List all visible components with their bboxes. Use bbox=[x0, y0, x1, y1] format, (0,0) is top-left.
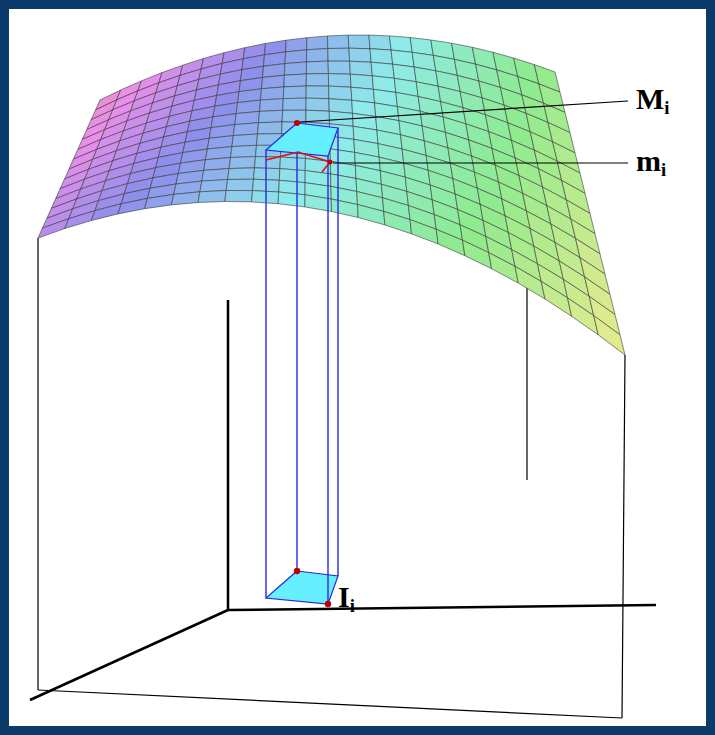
surface-cell bbox=[594, 316, 625, 355]
surface-cell bbox=[436, 229, 465, 255]
surface-cell bbox=[145, 194, 174, 208]
axis-line bbox=[228, 605, 656, 610]
column-edge bbox=[296, 123, 297, 571]
point-dot bbox=[294, 120, 300, 126]
surface-cell bbox=[410, 220, 438, 244]
surface-cell bbox=[328, 48, 350, 61]
min-cell-outline bbox=[266, 152, 330, 172]
surface-cell bbox=[541, 281, 571, 316]
column bbox=[266, 120, 338, 607]
frame-edge bbox=[38, 690, 622, 718]
surface-cell bbox=[390, 36, 413, 52]
white-panel bbox=[9, 9, 706, 726]
surface-cell bbox=[307, 49, 329, 62]
surface-cell bbox=[369, 35, 391, 50]
surface-cell bbox=[229, 157, 255, 169]
surface-cell bbox=[350, 61, 373, 76]
surface-cell bbox=[348, 35, 370, 49]
surface-cell bbox=[328, 61, 350, 74]
surface-cell bbox=[226, 179, 253, 190]
surface-cell bbox=[65, 211, 95, 229]
surface-cell bbox=[489, 253, 519, 284]
surface-cell bbox=[328, 74, 351, 88]
surface-cell bbox=[329, 99, 353, 114]
axis-line bbox=[30, 610, 228, 700]
frame-edge bbox=[526, 260, 527, 480]
column-edges bbox=[266, 123, 338, 604]
surface-cell bbox=[284, 62, 306, 75]
surface-cell bbox=[463, 240, 492, 269]
surface-cell bbox=[254, 168, 280, 180]
frame-edge bbox=[37, 238, 38, 690]
surface-cell bbox=[306, 86, 329, 99]
surface-cell bbox=[258, 122, 283, 134]
point-dot bbox=[294, 568, 300, 574]
surface-cell bbox=[91, 204, 121, 221]
surface-cell bbox=[283, 86, 306, 99]
top-cell bbox=[266, 123, 338, 156]
surface-cell bbox=[225, 191, 253, 202]
column-edge bbox=[327, 156, 328, 604]
surface-grid bbox=[38, 35, 625, 355]
surface-cell bbox=[331, 199, 358, 218]
surface-cell bbox=[198, 191, 226, 203]
surface-cell bbox=[283, 98, 306, 110]
surface-cell bbox=[306, 98, 329, 111]
surface-cell bbox=[358, 205, 385, 225]
point-dot bbox=[325, 601, 331, 607]
surface-cell bbox=[515, 266, 545, 299]
point-label: mi bbox=[636, 146, 666, 179]
surface-cell bbox=[255, 157, 281, 169]
surface-cell bbox=[262, 75, 285, 89]
point-label: Mi bbox=[636, 84, 670, 117]
surface-cell bbox=[306, 61, 328, 74]
surface-cell bbox=[228, 168, 255, 180]
surface-cell bbox=[200, 180, 228, 192]
surface-cell bbox=[260, 99, 284, 112]
frame-edge bbox=[622, 355, 625, 718]
surface-cell bbox=[261, 87, 284, 100]
leader-line bbox=[300, 101, 628, 122]
column-edge bbox=[265, 150, 266, 598]
point-dot bbox=[328, 160, 333, 165]
surface-cell bbox=[232, 134, 258, 147]
surface-cell bbox=[328, 35, 349, 48]
surface-cell bbox=[231, 145, 257, 157]
surface-cell bbox=[329, 86, 352, 100]
surface-cell bbox=[282, 110, 306, 122]
surface-cell bbox=[280, 157, 306, 171]
surface-cell bbox=[350, 74, 373, 89]
point-label: Ii bbox=[338, 582, 355, 615]
surface-cell bbox=[252, 191, 279, 204]
surface-cell bbox=[307, 36, 328, 50]
frame-edge bbox=[227, 300, 230, 610]
surface-cell bbox=[202, 169, 229, 182]
surface-cell bbox=[285, 50, 307, 64]
surface-cell bbox=[384, 211, 412, 233]
surface-cell bbox=[118, 198, 147, 214]
leader-line bbox=[333, 162, 628, 163]
surface-cell bbox=[284, 74, 307, 87]
column-edge bbox=[337, 128, 338, 576]
surface-cell bbox=[306, 74, 328, 87]
frame-lines bbox=[30, 238, 656, 718]
surface-cell bbox=[171, 192, 200, 205]
surface-cell bbox=[38, 219, 69, 238]
surface-cell bbox=[286, 38, 307, 52]
surface-cell bbox=[233, 123, 258, 136]
surface-cell bbox=[370, 49, 393, 64]
surface-cell bbox=[278, 192, 305, 207]
surface-cell bbox=[259, 110, 283, 122]
surface-cell bbox=[349, 48, 371, 62]
base-cell bbox=[266, 571, 338, 604]
